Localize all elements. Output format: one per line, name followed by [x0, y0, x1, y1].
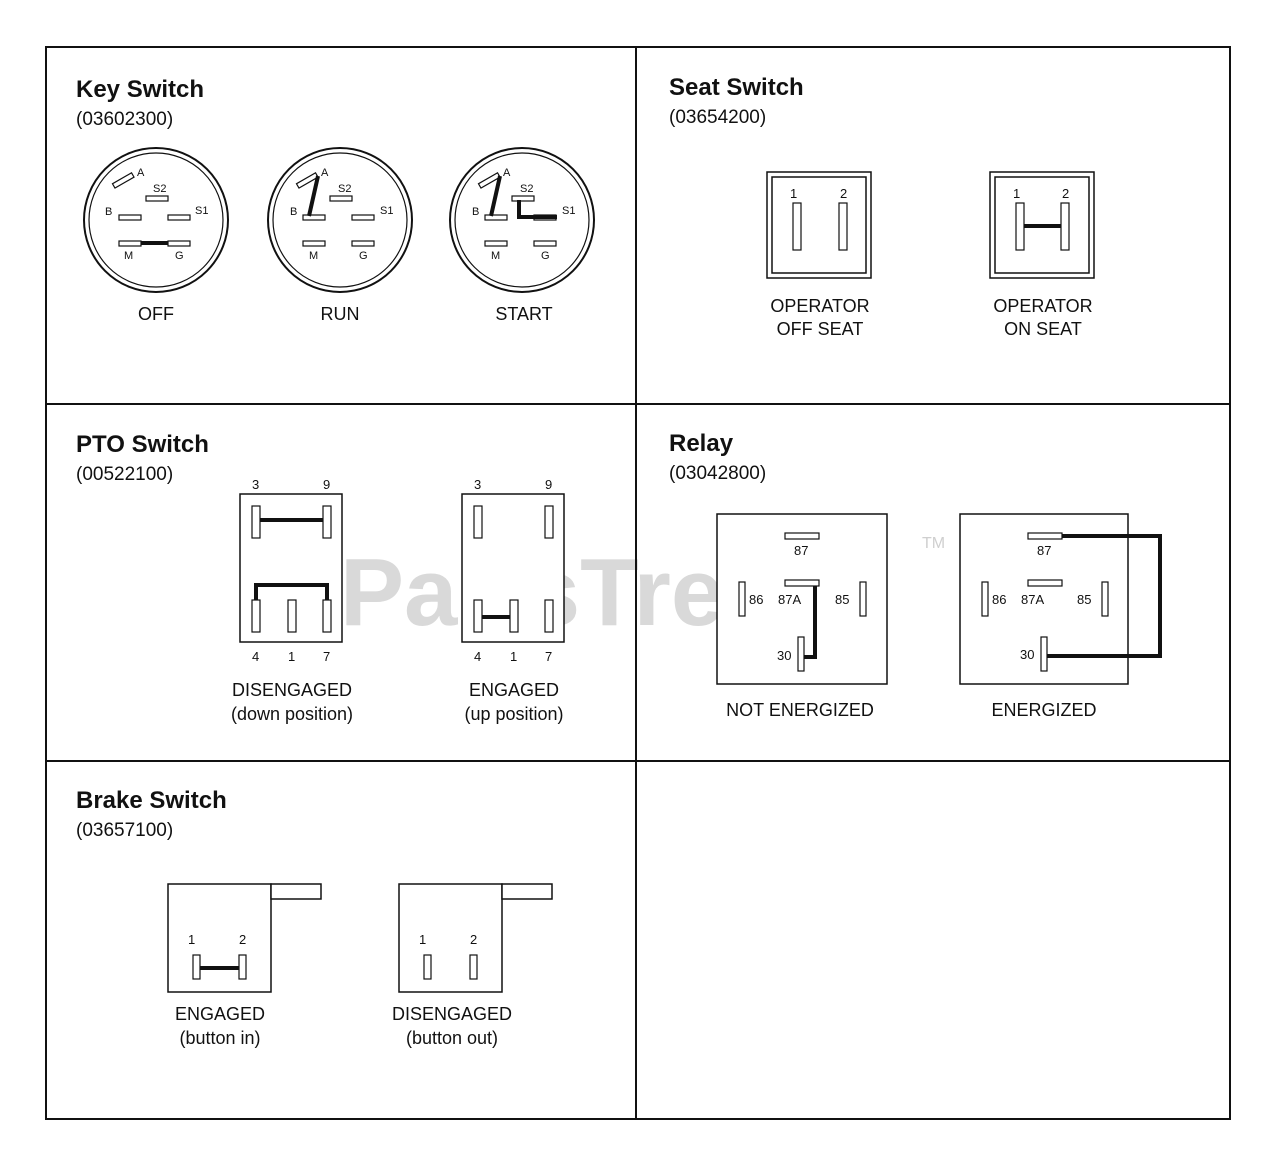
pto-disengaged-caption-line1: DISENGAGED: [232, 680, 352, 700]
terminal-label: 1: [790, 186, 797, 201]
pto-switch-title: PTO Switch: [76, 431, 209, 458]
brake-switch-engaged-diagram: 1 2: [167, 883, 322, 993]
relay-not-energized-diagram: 87 86 87A 85 30: [716, 513, 888, 685]
terminal-label: B: [105, 206, 112, 218]
brake-switch-panel: Brake Switch (03657100) 1 2 ENGAGED (but…: [76, 787, 553, 1048]
terminal-label: B: [290, 206, 297, 218]
terminal-label: B: [472, 206, 479, 218]
terminal-label: A: [321, 167, 329, 179]
terminal-label: M: [491, 250, 500, 262]
seat-switch-part-number: (03654200): [669, 107, 766, 128]
seat-off-caption-line2: OFF SEAT: [777, 319, 864, 339]
panel-grid: [45, 46, 1231, 1120]
pto-switch-engaged-diagram: 3 9 4 1 7: [461, 477, 565, 664]
terminal-label: 7: [545, 649, 552, 664]
terminal-label: 85: [1077, 592, 1091, 607]
terminal-label: 86: [992, 592, 1006, 607]
terminal-label: M: [124, 250, 133, 262]
brake-engaged-caption-line2: (button in): [179, 1028, 260, 1048]
terminal-label: 3: [252, 477, 259, 492]
seat-on-caption-line2: ON SEAT: [1004, 319, 1082, 339]
terminal-label: 7: [323, 649, 330, 664]
terminal-label: S2: [338, 183, 351, 195]
relay-panel: Relay (03042800) 87 86 87A 85 30 NOT ENE…: [669, 430, 1162, 720]
brake-switch-title: Brake Switch: [76, 787, 227, 814]
terminal-label: 86: [749, 592, 763, 607]
seat-switch-panel: Seat Switch (03654200) 1 2 OPERATOR OFF …: [669, 74, 1095, 339]
terminal-label: S1: [380, 205, 393, 217]
key-switch-part-number: (03602300): [76, 109, 173, 130]
terminal-label: 4: [474, 649, 481, 664]
terminal-label: 2: [239, 932, 246, 947]
brake-switch-disengaged-diagram: 1 2: [398, 883, 553, 993]
terminal-label: 9: [545, 477, 552, 492]
terminal-label: S1: [195, 205, 208, 217]
relay-part-number: (03042800): [669, 463, 766, 484]
terminal-label: 9: [323, 477, 330, 492]
brake-disengaged-caption-line1: DISENGAGED: [392, 1004, 512, 1024]
terminal-label: 1: [288, 649, 295, 664]
terminal-label: G: [541, 250, 550, 262]
terminal-label: A: [137, 167, 145, 179]
terminal-label: 1: [188, 932, 195, 947]
terminal-label: 2: [1062, 186, 1069, 201]
pto-switch-disengaged-diagram: 3 9 4 1 7: [239, 477, 343, 664]
terminal-label: 4: [252, 649, 259, 664]
brake-disengaged-caption-line2: (button out): [406, 1028, 498, 1048]
terminal-label: 3: [474, 477, 481, 492]
seat-switch-off-diagram: 1 2: [766, 171, 872, 279]
empty-panel: [640, 765, 1226, 1115]
seat-on-caption-line1: OPERATOR: [993, 296, 1092, 316]
relay-title: Relay: [669, 430, 734, 457]
terminal-label: 2: [840, 186, 847, 201]
key-switch-start-caption: START: [495, 304, 552, 324]
key-switch-run-diagram: A S2 B S1 M G: [267, 147, 413, 293]
pto-switch-panel: PTO Switch (00522100) 3 9 4 1 7 DISENGAG…: [76, 431, 565, 724]
relay-energized-caption: ENERGIZED: [991, 700, 1096, 720]
key-switch-off-caption: OFF: [138, 304, 174, 324]
relay-energized-diagram: 87 86 87A 85 30: [959, 513, 1162, 685]
terminal-label: 87A: [1021, 592, 1044, 607]
seat-switch-title: Seat Switch: [669, 74, 804, 101]
brake-engaged-caption-line1: ENGAGED: [175, 1004, 265, 1024]
terminal-label: 87A: [778, 592, 801, 607]
terminal-label: 87: [1037, 543, 1051, 558]
key-switch-start-diagram: A S2 B S1 M G: [449, 147, 595, 293]
terminal-label: A: [503, 167, 511, 179]
terminal-label: S1: [562, 205, 575, 217]
terminal-label: S2: [153, 183, 166, 195]
relay-not-energized-caption: NOT ENERGIZED: [726, 700, 874, 720]
pto-engaged-caption-line1: ENGAGED: [469, 680, 559, 700]
terminal-label: 30: [1020, 647, 1034, 662]
terminal-label: G: [175, 250, 184, 262]
terminal-label: 1: [1013, 186, 1020, 201]
key-switch-title: Key Switch: [76, 76, 204, 103]
terminal-label: 1: [419, 932, 426, 947]
terminal-label: 1: [510, 649, 517, 664]
terminal-label: 85: [835, 592, 849, 607]
pto-switch-part-number: (00522100): [76, 464, 173, 485]
key-switch-panel: Key Switch (03602300) A S2 B S1 M G OFF: [76, 76, 595, 324]
watermark-tm: TM: [922, 535, 945, 552]
key-switch-run-caption: RUN: [321, 304, 360, 324]
pto-disengaged-caption-line2: (down position): [231, 704, 353, 724]
terminal-label: 2: [470, 932, 477, 947]
terminal-label: M: [309, 250, 318, 262]
terminal-label: 30: [777, 648, 791, 663]
brake-switch-part-number: (03657100): [76, 820, 173, 841]
terminal-label: G: [359, 250, 368, 262]
terminal-label: 87: [794, 543, 808, 558]
seat-off-caption-line1: OPERATOR: [770, 296, 869, 316]
terminal-label: S2: [520, 183, 533, 195]
seat-switch-on-diagram: 1 2: [989, 171, 1095, 279]
pto-engaged-caption-line2: (up position): [464, 704, 563, 724]
key-switch-off-diagram: A S2 B S1 M G: [83, 147, 229, 293]
